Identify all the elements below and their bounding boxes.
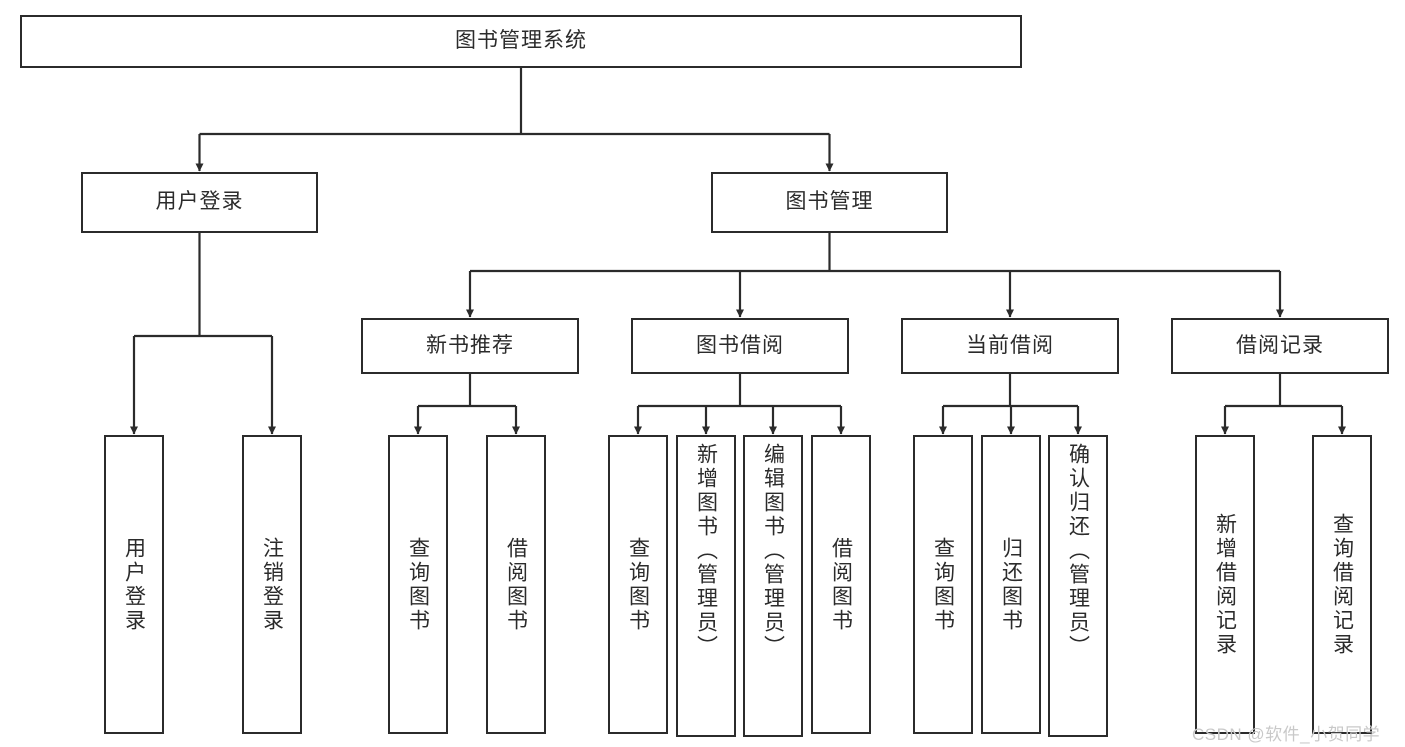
node-leaf-user-login[interactable]: 用户登录 <box>104 435 164 734</box>
node-label-leaf-edit-book: 编辑图书（管理员） <box>761 443 785 659</box>
node-label-leaf-logout: 注销登录 <box>260 536 284 633</box>
node-label-leaf-query-book-2: 查询图书 <box>626 536 650 633</box>
node-label-root: 图书管理系统 <box>455 29 587 53</box>
node-label-book-borrow: 图书借阅 <box>696 333 784 357</box>
node-user-login[interactable]: 用户登录 <box>81 172 318 233</box>
node-label-current-borrow: 当前借阅 <box>966 333 1054 357</box>
node-label-leaf-query-book-3: 查询图书 <box>931 536 955 633</box>
node-label-leaf-add-book: 新增图书（管理员） <box>694 443 718 659</box>
node-book-borrow[interactable]: 图书借阅 <box>631 318 849 374</box>
node-label-user-login: 用户登录 <box>155 190 244 214</box>
node-new-book-rec[interactable]: 新书推荐 <box>361 318 579 374</box>
node-label-leaf-user-login: 用户登录 <box>122 536 146 633</box>
node-leaf-add-book[interactable]: 新增图书（管理员） <box>676 435 736 737</box>
node-leaf-query-book-2[interactable]: 查询图书 <box>608 435 668 734</box>
node-label-leaf-query-record: 查询借阅记录 <box>1330 512 1354 657</box>
node-leaf-borrow-book-1[interactable]: 借阅图书 <box>486 435 546 734</box>
node-book-manage[interactable]: 图书管理 <box>711 172 948 233</box>
node-label-leaf-return-book: 归还图书 <box>999 536 1023 633</box>
node-leaf-query-book-3[interactable]: 查询图书 <box>913 435 973 734</box>
node-leaf-query-book-1[interactable]: 查询图书 <box>388 435 448 734</box>
node-label-leaf-borrow-book-2: 借阅图书 <box>829 536 853 633</box>
node-current-borrow[interactable]: 当前借阅 <box>901 318 1119 374</box>
node-leaf-logout[interactable]: 注销登录 <box>242 435 302 734</box>
node-label-leaf-borrow-book-1: 借阅图书 <box>504 536 528 633</box>
watermark-text: CSDN @软件_小贺同学 <box>1192 725 1381 744</box>
node-label-leaf-query-book-1: 查询图书 <box>406 536 430 633</box>
node-label-borrow-record: 借阅记录 <box>1236 333 1324 357</box>
node-borrow-record[interactable]: 借阅记录 <box>1171 318 1389 374</box>
node-leaf-query-record[interactable]: 查询借阅记录 <box>1312 435 1372 734</box>
edge-group <box>130 68 1346 435</box>
node-root[interactable]: 图书管理系统 <box>20 15 1022 68</box>
node-label-book-manage: 图书管理 <box>785 190 874 214</box>
node-leaf-borrow-book-2[interactable]: 借阅图书 <box>811 435 871 734</box>
node-leaf-add-record[interactable]: 新增借阅记录 <box>1195 435 1255 734</box>
node-leaf-confirm-return[interactable]: 确认归还（管理员） <box>1048 435 1108 737</box>
node-leaf-return-book[interactable]: 归还图书 <box>981 435 1041 734</box>
node-label-new-book-rec: 新书推荐 <box>426 333 514 357</box>
node-label-leaf-confirm-return: 确认归还（管理员） <box>1066 443 1090 659</box>
node-leaf-edit-book[interactable]: 编辑图书（管理员） <box>743 435 803 737</box>
node-label-leaf-add-record: 新增借阅记录 <box>1213 512 1237 657</box>
